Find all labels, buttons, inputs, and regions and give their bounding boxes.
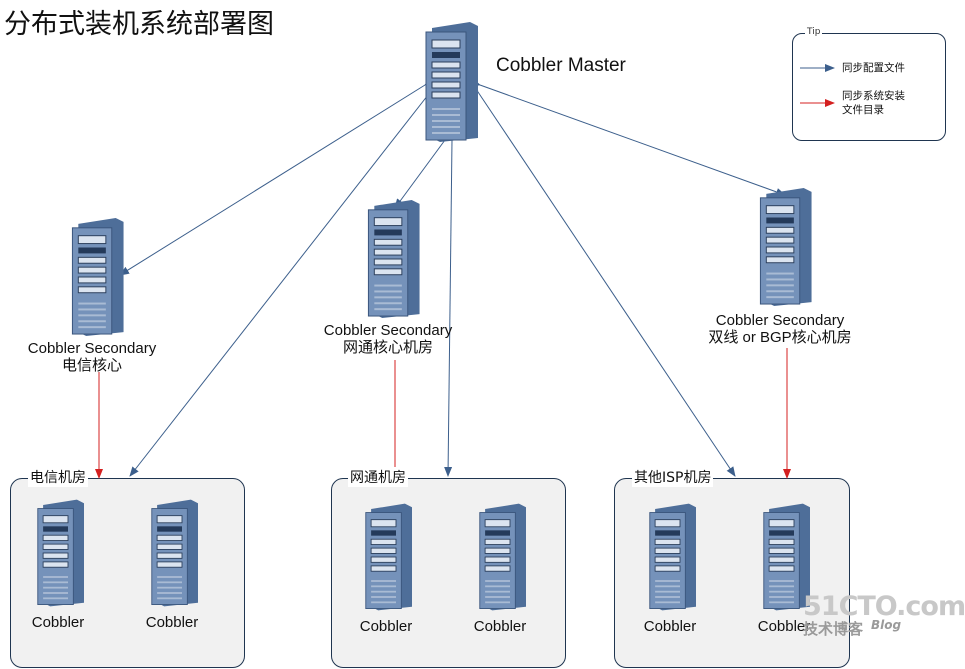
secondary-name: Cobbler Secondary (323, 322, 453, 339)
server-label: Cobbler (643, 618, 697, 635)
server-icon (479, 503, 526, 611)
server-label: Cobbler (757, 618, 811, 635)
server-icon (151, 499, 198, 607)
secondary-location: 网通核心机房 (342, 339, 433, 356)
room-label: 网通机房 (348, 467, 408, 487)
legend-sync-install-line2: 文件目录 (842, 104, 884, 116)
room-label: 其他ISP机房 (632, 467, 714, 487)
server-icon (37, 499, 84, 607)
watermark-logo: 51CTO.com 技术博客 Blog (803, 591, 965, 639)
secondary-name: Cobbler Secondary (715, 312, 845, 329)
diagram-title: 分布式装机系统部署图 (4, 9, 274, 40)
sync-line-master-room2 (444, 130, 457, 477)
server-icon (425, 22, 478, 142)
server-label: Cobbler (31, 614, 85, 631)
legend-sync-config-label: 同步配置文件 (842, 62, 905, 74)
watermark-blog: Blog (871, 618, 902, 632)
server-label: Cobbler (359, 618, 413, 635)
legend-sync-install-line1: 同步系统安装 (842, 90, 905, 102)
server-icon (367, 200, 420, 318)
secondary-location: 电信核心 (61, 357, 122, 374)
master-label: Cobbler Master (496, 55, 626, 76)
server-icon (71, 218, 124, 336)
legend-arrows (800, 64, 835, 107)
legend-sync-install-label: 同步系统安装 文件目录 (842, 89, 905, 117)
watermark-main: 51CTO.com (803, 591, 965, 622)
server-label: Cobbler (473, 618, 527, 635)
server-icon (759, 188, 812, 306)
secondary-name: Cobbler Secondary (27, 340, 157, 357)
legend-box (792, 33, 946, 141)
server-icon (365, 503, 412, 611)
sync-line-master-room1 (129, 85, 437, 477)
secondary-label: Cobbler Secondary 双线 or BGP核心机房 (690, 312, 870, 346)
server-icon (649, 503, 696, 611)
secondary-label: Cobbler Secondary 网通核心机房 (308, 322, 468, 356)
secondary-location: 双线 or BGP核心机房 (708, 329, 852, 346)
sync-line-master-room3 (469, 82, 736, 477)
server-label: Cobbler (145, 614, 199, 631)
legend-tip-label: Tip (805, 27, 823, 37)
secondary-label: Cobbler Secondary 电信核心 (12, 340, 172, 374)
sync-line-master-secondary3 (470, 78, 786, 196)
server-icon (763, 503, 810, 611)
room-label: 电信机房 (28, 467, 88, 487)
watermark-sub: 技术博客 (803, 620, 864, 638)
sync-line-master-secondary2 (394, 130, 454, 209)
